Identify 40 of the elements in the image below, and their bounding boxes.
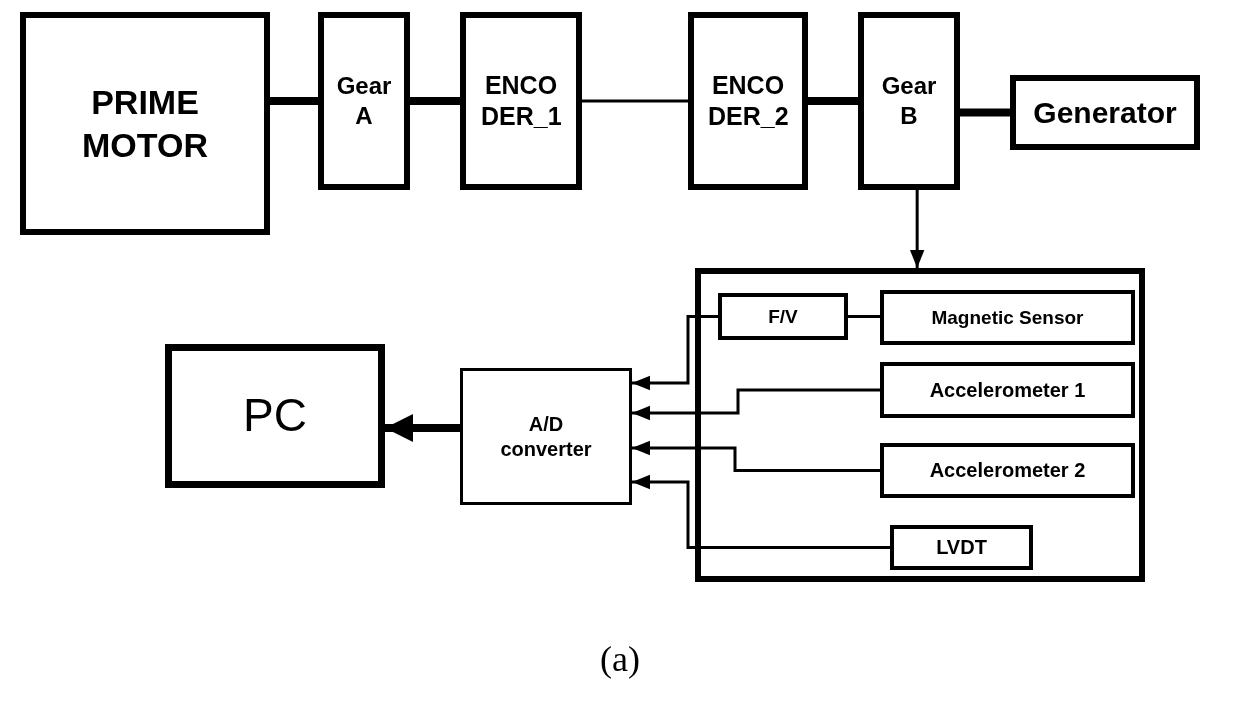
block-label: LVDT <box>936 535 987 560</box>
connector-line <box>632 315 718 391</box>
connector-line <box>270 97 318 105</box>
block-box <box>880 443 1135 498</box>
block-label: PRIME MOTOR <box>81 82 209 166</box>
connector-line <box>909 190 925 268</box>
block-box <box>880 290 1135 345</box>
block-label: A/D converter <box>499 411 593 462</box>
block-box <box>20 12 270 235</box>
connector-line <box>632 440 880 472</box>
block-label: ENCO DER_1 <box>481 69 561 132</box>
block-label: Gear B <box>880 71 938 131</box>
block-label: Accelerometer 2 <box>929 458 1086 483</box>
block-label: Generator <box>1033 94 1177 131</box>
block-box <box>890 525 1033 570</box>
block-box <box>460 368 632 505</box>
block-box <box>318 12 410 190</box>
connector-line <box>632 388 880 421</box>
block-box <box>165 344 385 488</box>
block-box <box>718 293 848 340</box>
sensor-group-box <box>695 268 1145 582</box>
block-label: F/V <box>768 304 798 329</box>
connector-line <box>848 315 880 318</box>
connector-line <box>632 474 890 549</box>
connector-line <box>410 97 460 105</box>
block-box <box>688 12 808 190</box>
connector-line <box>582 99 688 103</box>
connector-line <box>960 108 1010 117</box>
block-box <box>1010 75 1200 150</box>
block-label: ENCO DER_2 <box>708 69 788 132</box>
block-label: PC <box>243 388 307 444</box>
block-label: Magnetic Sensor <box>931 305 1084 330</box>
connector-line <box>385 414 460 442</box>
block-box <box>880 362 1135 418</box>
block-box <box>858 12 960 190</box>
figure-caption: (a) <box>599 638 641 681</box>
block-box <box>460 12 582 190</box>
block-label: Gear A <box>335 71 393 131</box>
block-label: Accelerometer 1 <box>929 377 1086 403</box>
connector-line <box>808 97 858 105</box>
